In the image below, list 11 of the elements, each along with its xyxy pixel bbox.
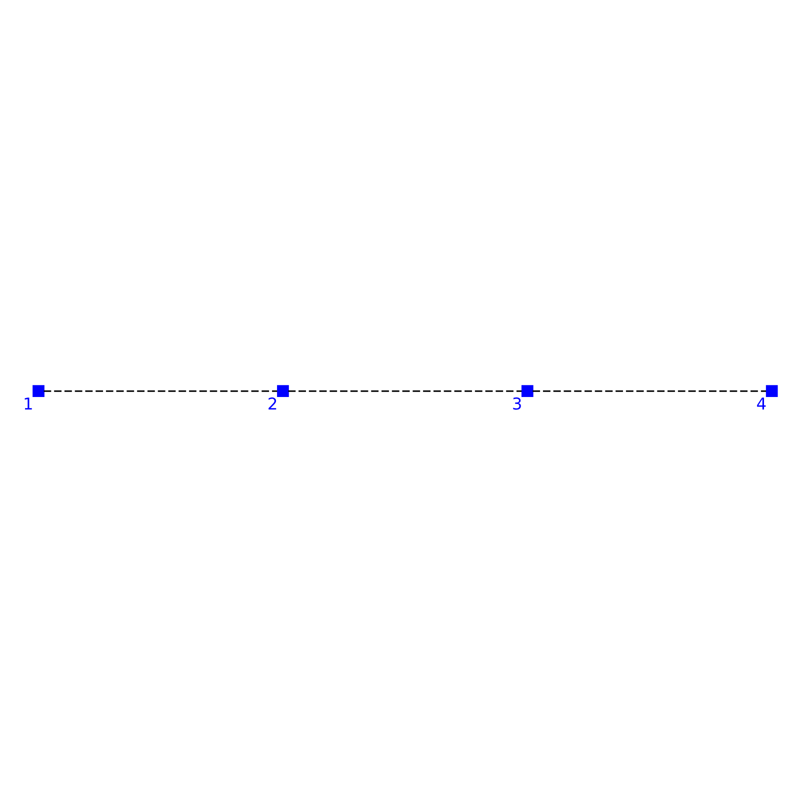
node-box bbox=[521, 385, 534, 398]
connector bbox=[44, 390, 278, 392]
node-label: 4 bbox=[756, 394, 767, 414]
connector bbox=[288, 390, 522, 392]
node-label: 3 bbox=[512, 394, 522, 414]
node-box bbox=[766, 385, 778, 398]
node-box bbox=[32, 385, 44, 398]
connector bbox=[532, 390, 766, 392]
node-label: 1 bbox=[22, 394, 34, 414]
node-box bbox=[277, 385, 289, 398]
node-label: 2 bbox=[267, 394, 278, 414]
